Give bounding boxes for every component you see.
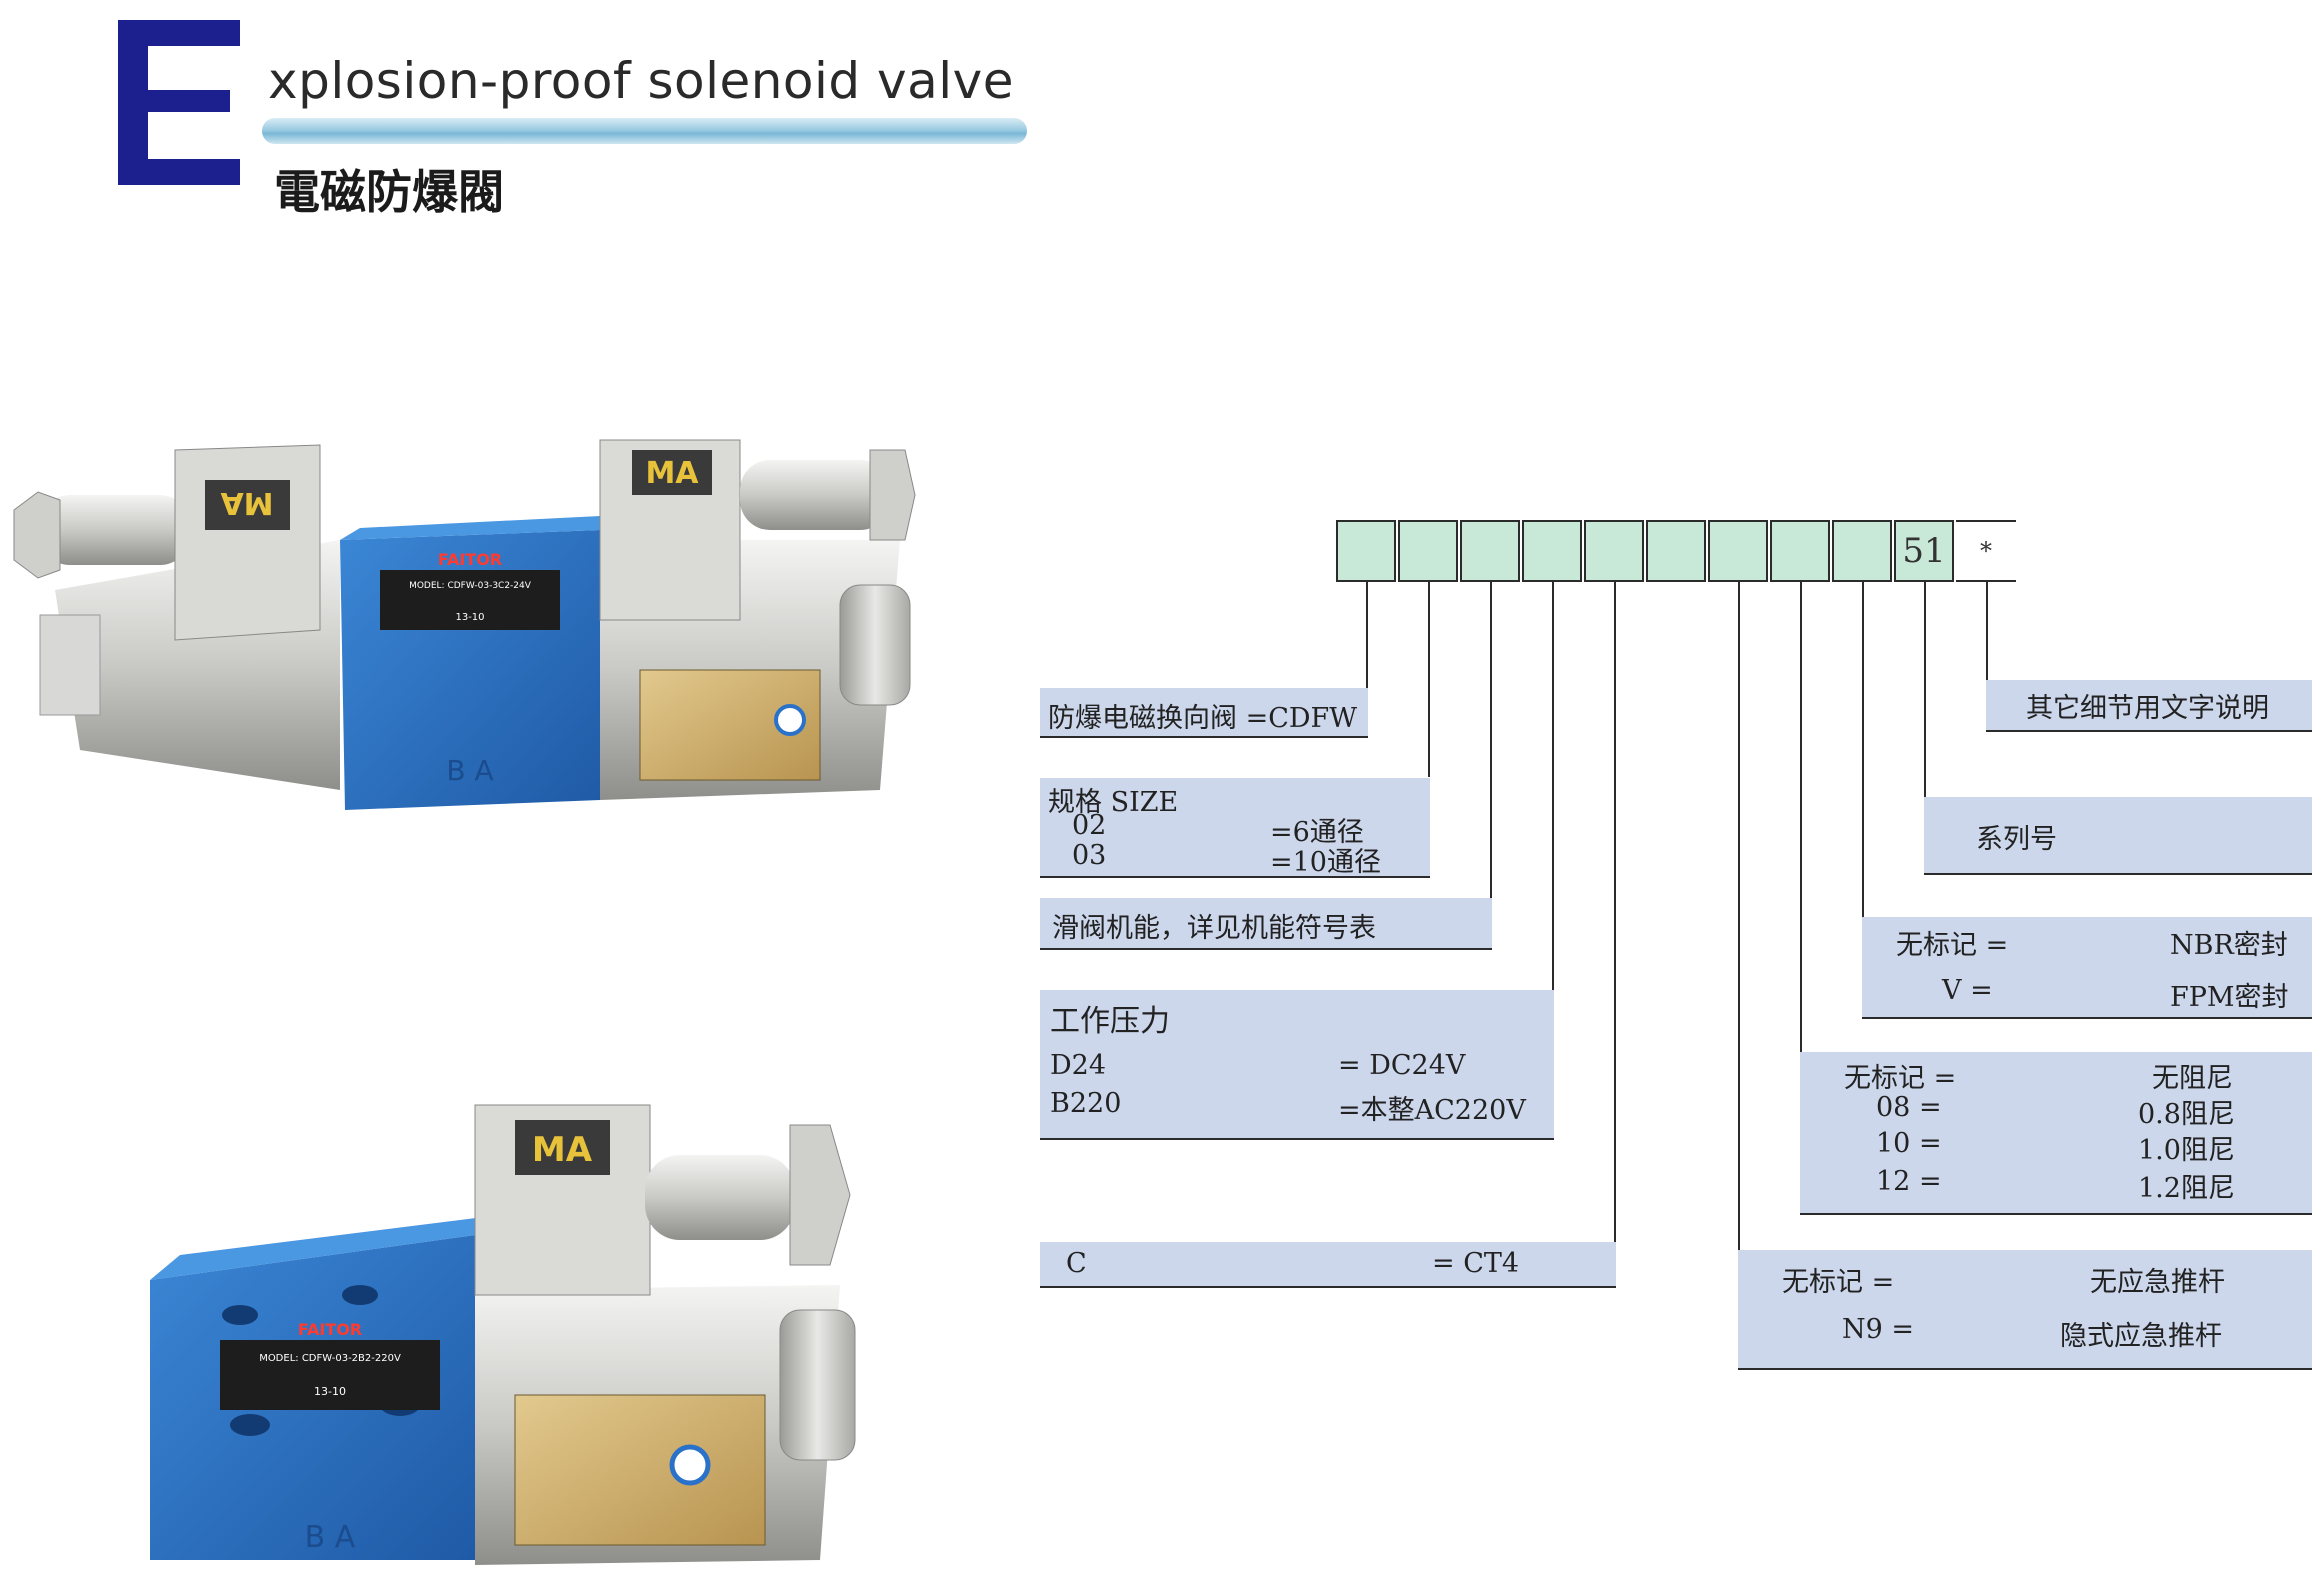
single-solenoid-valve-image: FAITOR MODEL: CDFW-03-2B2-220V 13-10 B A… xyxy=(150,1104,856,1565)
panel-working-pressure: 工作压力 D24 = DC24V B220 =本整AC220V xyxy=(1040,990,1554,1140)
connector-line xyxy=(1800,582,1802,1052)
code-box-9 xyxy=(1832,520,1892,582)
connector-line xyxy=(1428,582,1430,777)
brand-letter-e xyxy=(118,20,240,185)
svg-text:13-10: 13-10 xyxy=(455,612,484,623)
svg-text:B A: B A xyxy=(305,1520,356,1555)
panel-damping: 无标记 = 无阻尼 08 = 0.8阻尼 10 = 1.0阻尼 12 = 1.2… xyxy=(1800,1052,2312,1215)
code-box-8 xyxy=(1770,520,1830,582)
svg-text:MA: MA xyxy=(645,456,699,491)
panel-series-number: 系列号 xyxy=(1924,797,2312,875)
code-box-2 xyxy=(1398,520,1458,582)
page-title-english: xplosion-proof solenoid valve xyxy=(268,52,1015,110)
code-box-series: 51 xyxy=(1894,520,1954,582)
svg-text:FAITOR: FAITOR xyxy=(298,1320,362,1339)
page-title-chinese: 電磁防爆閥 xyxy=(274,165,504,219)
panel-valve-type: 防爆电磁换向阀 =CDFW xyxy=(1040,688,1368,738)
svg-text:MODEL: CDFW-03-2B2-220V: MODEL: CDFW-03-2B2-220V xyxy=(259,1353,401,1364)
double-solenoid-valve-image: MA FAITOR MODEL: CDFW-03-3C2-24V 13-10 B… xyxy=(13,439,916,810)
connector-line xyxy=(1738,582,1740,1250)
connector-line xyxy=(1862,582,1864,917)
panel-size: 规格 SIZE 02 =6通径 03 =10通径 xyxy=(1040,778,1430,878)
connector-line xyxy=(1986,582,1988,682)
connector-line xyxy=(1552,582,1554,990)
svg-text:MA: MA xyxy=(532,1130,593,1170)
connector-line xyxy=(1490,582,1492,950)
code-box-1 xyxy=(1336,520,1396,582)
connector-line xyxy=(1924,582,1926,797)
svg-text:B A: B A xyxy=(446,754,493,787)
panel-seal: 无标记 = NBR密封 V = FPM密封 xyxy=(1862,917,2312,1019)
connector-line xyxy=(1366,582,1368,700)
svg-text:FAITOR: FAITOR xyxy=(438,550,502,569)
code-box-6 xyxy=(1646,520,1706,582)
code-box-5 xyxy=(1584,520,1644,582)
code-box-4 xyxy=(1522,520,1582,582)
code-box-other: * xyxy=(1956,520,2016,582)
panel-manual-override: 无标记 = 无应急推杆 N9 = 隐式应急推杆 xyxy=(1738,1250,2312,1370)
code-box-7 xyxy=(1708,520,1768,582)
title-underline-bar xyxy=(262,118,1027,144)
panel-spool-function: 滑阀机能，详见机能符号表 xyxy=(1040,898,1492,950)
svg-text:MA: MA xyxy=(220,485,274,520)
connector-line xyxy=(1614,582,1616,1282)
panel-other-details: 其它细节用文字说明 xyxy=(1986,680,2312,732)
svg-text:MODEL: CDFW-03-3C2-24V: MODEL: CDFW-03-3C2-24V xyxy=(409,581,532,591)
svg-text:13-10: 13-10 xyxy=(314,1385,346,1398)
panel-ct4: C = CT4 xyxy=(1040,1242,1616,1288)
code-box-3 xyxy=(1460,520,1520,582)
